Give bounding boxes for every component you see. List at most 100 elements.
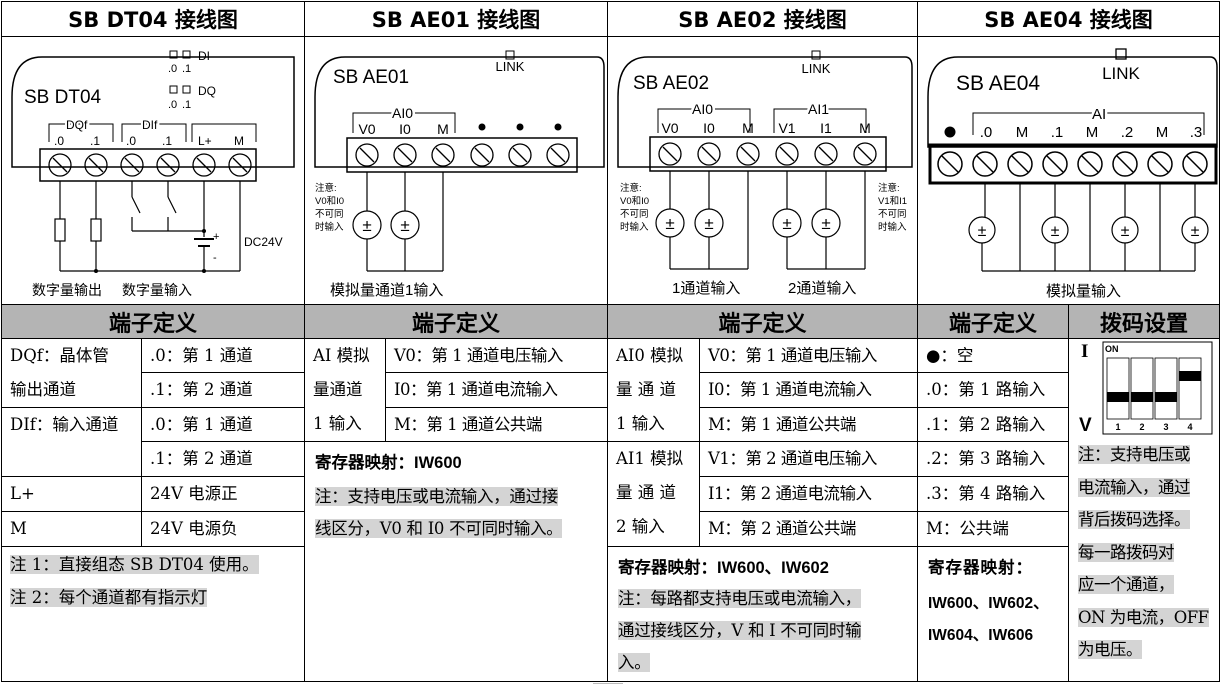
ae04-reg-value: IW604、IW606 [928,627,1034,644]
term-m: M [234,134,244,148]
dt04-note-1: 注 1：直接组态 SB DT04 使用。 [10,555,259,574]
note-left-line: 注意: [620,182,642,194]
dip-switch-knob-3[interactable] [1155,392,1177,402]
term-m: M [1016,124,1029,141]
dq-label: DQ [198,84,216,98]
dip-current-label: I [1081,341,1089,362]
dt04-dif-ch1: .0：第 1 通道 [141,407,305,442]
board-outline [11,56,295,168]
unused-terminal-dot [944,126,956,138]
term-v0: V0 [358,121,375,137]
link-label: LINK [496,59,525,74]
term-i0: I0 [399,121,411,137]
ae04-ch3-def: .3：第 4 路输入 [917,476,1069,512]
ae01-note-line: 线区分，V0 和 I0 不可同时输入。 [315,519,563,538]
caption-channel-1: 1通道输入 [672,280,740,297]
ae02-ai0-cell: AI0 模拟 量 通 道 1 输入 [607,338,700,442]
screw-terminal-icon [228,153,252,177]
dt04-dif-ch2: .1：第 2 通道 [141,441,305,477]
divider [917,36,918,305]
plus-minus-sign: ± [1191,223,1200,240]
dip-switch-knob-1[interactable] [1107,392,1129,402]
load-resistor-icon [54,218,66,242]
divider [304,36,305,305]
screw-terminal-icon [192,153,216,177]
plus-minus-sign: ± [400,216,409,235]
caption-digital-input: 数字量输入 [122,282,192,298]
module-name: SB DT04 [24,87,102,108]
term-dqf-0: .0 [54,134,64,148]
screw-terminal-icon [697,142,721,166]
dqf-bracket [48,123,114,142]
ae01-v0-def: V0：第 1 通道电压输入 [385,338,608,373]
plus-minus-sign: ± [978,223,987,240]
dt04-dqf-ch1: .0：第 1 通道 [141,338,305,373]
minus-sign: - [213,252,217,264]
ae02-left1-line: AI1 模拟 [616,449,684,468]
screw-terminal-icon [393,143,417,167]
switch-icon [167,196,177,214]
ae04-m-def: M：公共端 [917,511,1069,547]
note-line: 时输入 [315,221,344,233]
dip-num-2: 2 [1139,422,1144,432]
screw-terminal-icon [48,153,72,177]
term-i0: I0 [703,120,715,136]
di-label: DI [198,49,210,63]
dip-note-line: 注：支持电压或 [1078,445,1191,464]
dt04-m: M [1,511,142,547]
note-right-line: 不可同 [878,209,907,220]
plus-minus-sign: ± [1051,223,1060,240]
terminal-block [39,148,257,182]
terminal-block [346,137,578,173]
ae01-ai-cell: AI 模拟 量通道 1 输入 [304,338,386,442]
ae02-left0-line: 量 通 道 [616,380,676,399]
term-m1: M [859,120,871,136]
note-left-line: 不可同 [620,209,649,220]
ai1-bracket [773,108,867,133]
caption-analog-input: 模拟量通道1输入 [330,282,443,299]
board-outline [314,56,605,168]
screw-terminal-icon [937,151,963,177]
note-line: 不可同 [315,209,344,220]
dip-on-label: ON [1105,344,1119,354]
ae04-empty-def: ●：空 [917,338,1069,373]
dt04-dqf-cell: DQf：晶体管 输出通道 [1,338,142,408]
screw-terminal-icon [156,153,180,177]
term-dif-0: .0 [126,134,136,148]
dt04-note-2: 注 2：每个通道都有指示灯 [10,588,208,607]
screw-terminal-icon [1147,151,1173,177]
dqf-group-label: DQf [66,118,88,132]
dip-switch-knob-4[interactable] [1179,371,1201,381]
ae01-left-line: AI 模拟 [313,346,370,365]
term-dif-1: .1 [162,134,172,148]
plus-minus-sign: ± [821,214,830,233]
dif-text: DIf：输入通道 [10,415,119,434]
link-label: LINK [1102,64,1140,83]
header-sb-ae02: SB AE02 接线图 [607,1,918,37]
dip-note-line: 为电压。 [1078,640,1143,659]
ae01-m-def: M：第 1 通道公共端 [385,407,608,442]
dip-switch-knob-2[interactable] [1131,392,1153,402]
note-right-line: V1和I1 [878,196,907,207]
note-left-line: V0和I0 [620,196,649,207]
dq-led-icon [182,85,191,94]
section-dt04-terminals: 端子定义 [1,304,305,339]
note-line: V0和I0 [315,196,344,207]
dip-note-line: 背后拨码选择。 [1078,510,1191,529]
terminal-block [928,143,1218,185]
dip-num-4: 4 [1187,422,1192,432]
term-v1: V1 [778,120,795,136]
ae02-v1-def: V1：第 2 通道电压输入 [699,441,918,477]
ae04-register-cell: 寄存器映射： IW600、IW602、 IW604、IW606 [917,546,1069,682]
ae02-note-line: 注：每路都支持电压或电流输入， [618,589,862,608]
link-led-icon [1115,48,1127,60]
caption-analog-input: 模拟量输入 [1046,283,1121,300]
switch-icon [131,196,141,214]
ae02-i0-def: I0：第 1 通道电流输入 [699,372,918,408]
term-dqf-1: .1 [90,134,100,148]
ae04-ch1-def: .1：第 2 路输入 [917,407,1069,442]
ae01-i0-def: I0：第 1 通道电流输入 [385,372,608,408]
dt04-lplus: L+ [1,476,142,512]
term-m: M [1086,124,1099,141]
dip-note-line: 应一个通道， [1078,575,1175,594]
